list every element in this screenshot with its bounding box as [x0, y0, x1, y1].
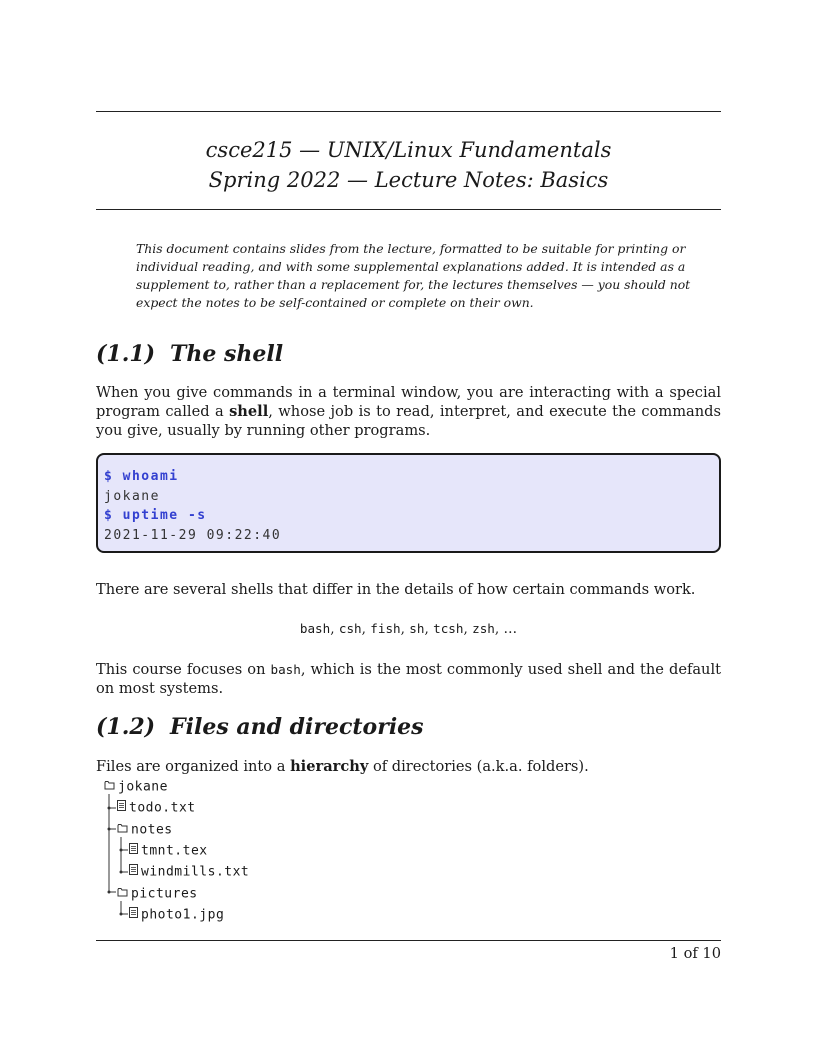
bash-code: bash — [270, 662, 301, 677]
shell-name: fish — [370, 621, 401, 636]
tree-item-file: photo1.jpg — [129, 905, 224, 925]
shell-intro-paragraph: When you give commands in a terminal win… — [96, 384, 721, 439]
title-bottom-rule — [96, 209, 721, 210]
tree-item-name: notes — [131, 822, 173, 838]
document-subtitle: Spring 2022 — Lecture Notes: Basics — [208, 168, 609, 192]
abstract: This document contains slides from the l… — [136, 241, 691, 310]
tree-item-name: jokane — [118, 779, 168, 795]
terminal-command: $ whoami — [104, 469, 179, 484]
file-icon — [129, 841, 138, 861]
tree-item-file: tmnt.tex — [129, 841, 208, 861]
tree-item-name: todo.txt — [129, 800, 196, 816]
section-title: Files and directories — [170, 714, 424, 740]
top-rule — [96, 111, 721, 112]
tree-item-file: windmills.txt — [129, 862, 249, 882]
shell-name: sh — [409, 621, 425, 636]
tree-item-name: photo1.jpg — [141, 907, 225, 923]
section-title: The shell — [170, 341, 284, 367]
terminal-command: $ uptime -s — [104, 508, 207, 523]
shell-name: bash — [299, 621, 331, 636]
footer-rule — [96, 940, 721, 941]
shell-name: csh — [338, 621, 362, 636]
shell-list: bash, csh, fish, sh, tcsh, zsh, … — [299, 621, 518, 637]
tree-item-folder: notes — [117, 820, 173, 840]
term-hierarchy: hierarchy — [290, 758, 369, 775]
tree-item-file: todo.txt — [117, 798, 196, 818]
section-heading-shell: (1.1) The shell — [96, 340, 283, 368]
section-number: (1.1) — [96, 341, 156, 367]
tree-item-folder: jokane — [104, 777, 168, 797]
bash-paragraph: This course focuses on bash, which is th… — [96, 661, 721, 697]
terminal-output: jokane — [104, 488, 160, 504]
file-icon — [129, 862, 138, 882]
files-paragraph: Files are organized into a hierarchy of … — [96, 758, 589, 775]
tree-item-name: pictures — [131, 886, 198, 901]
section-heading-files: (1.2) Files and directories — [96, 713, 424, 741]
folder-icon — [117, 884, 128, 904]
folder-icon — [117, 820, 128, 840]
section-number: (1.2) — [96, 714, 156, 740]
tree-connector-lines — [107, 794, 128, 916]
tree-item-name: tmnt.tex — [141, 843, 208, 859]
document-title: csce215 — UNIX/Linux Fundamentals — [205, 138, 612, 162]
folder-icon — [104, 777, 115, 797]
file-icon — [117, 798, 126, 818]
terminal-output: 2021-11-29 09:22:40 — [104, 527, 282, 543]
tree-item-name: windmills.txt — [141, 864, 250, 880]
term-shell: shell — [229, 403, 269, 420]
shell-name: tcsh — [433, 621, 464, 636]
shells-paragraph: There are several shells that differ in … — [96, 581, 696, 598]
tree-item-folder: pictures — [117, 884, 198, 904]
terminal-example: $ whoami jokane $ uptime -s 2021-11-29 09:2… — [96, 453, 721, 553]
file-icon — [129, 905, 138, 925]
shell-name: zsh — [472, 621, 495, 636]
page-number: 1 of 10 — [669, 945, 721, 962]
shell-list-ellipsis: … — [503, 621, 518, 637]
